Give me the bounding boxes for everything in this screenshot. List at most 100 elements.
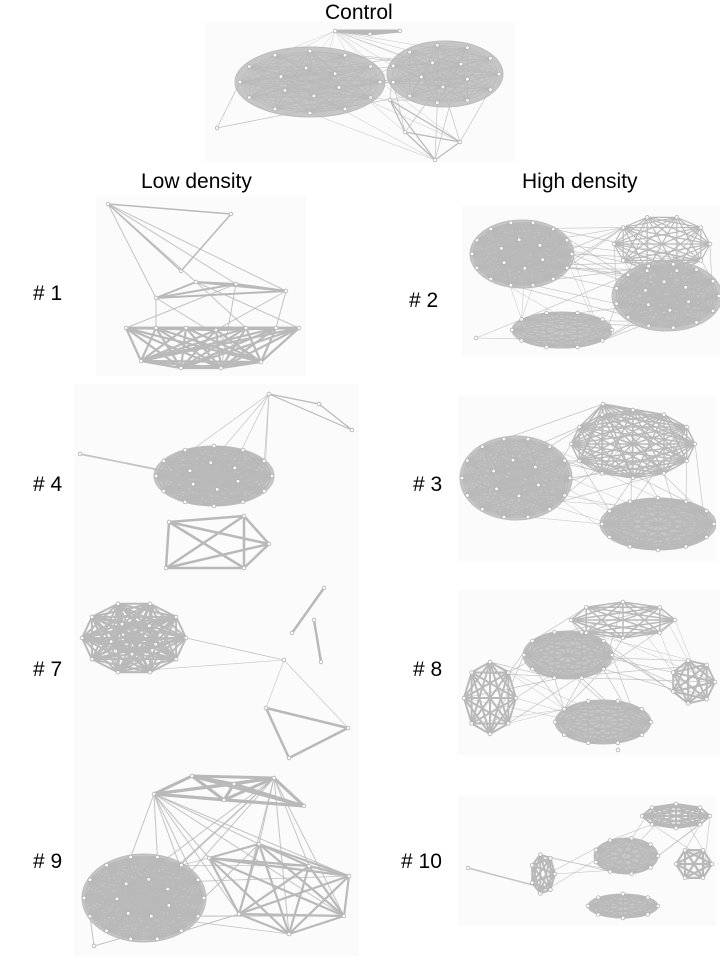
node	[465, 45, 470, 50]
edge	[216, 460, 265, 491]
edge	[421, 62, 433, 78]
node	[709, 861, 715, 867]
node	[469, 721, 474, 726]
edge	[139, 359, 263, 364]
node	[698, 258, 704, 263]
edge	[570, 443, 688, 462]
nodes	[105, 201, 302, 371]
edge	[421, 63, 462, 78]
edge	[511, 329, 579, 348]
edge	[515, 697, 643, 736]
node	[182, 499, 188, 505]
edge	[554, 708, 565, 723]
node	[178, 268, 184, 274]
node	[611, 241, 617, 247]
edge	[601, 414, 715, 525]
edge	[531, 853, 542, 884]
edge	[531, 857, 552, 884]
node	[716, 293, 720, 299]
edge	[105, 864, 129, 915]
edge	[265, 659, 285, 709]
node	[655, 547, 661, 553]
edge	[149, 615, 178, 674]
edge	[532, 606, 587, 642]
edge	[125, 875, 350, 885]
node	[683, 544, 689, 549]
node	[390, 79, 396, 85]
edge	[496, 488, 520, 497]
edge	[527, 460, 566, 518]
network-graph-p4	[74, 384, 359, 579]
edge	[268, 393, 320, 405]
edge	[512, 459, 580, 462]
node	[564, 237, 570, 243]
node	[465, 98, 470, 103]
edge	[608, 497, 659, 512]
edge	[127, 904, 170, 915]
edge	[215, 290, 287, 331]
edge	[274, 50, 311, 56]
node	[620, 635, 626, 641]
edge	[309, 95, 410, 114]
edge	[434, 141, 461, 161]
edge	[139, 328, 218, 363]
edge	[116, 898, 129, 915]
edge	[539, 873, 556, 895]
node	[506, 721, 511, 726]
edge	[79, 453, 266, 492]
edge	[490, 228, 502, 249]
edge	[213, 445, 239, 483]
column-label-low-density: Low density	[141, 170, 252, 193]
node	[577, 458, 582, 464]
node	[564, 265, 570, 271]
edge	[553, 631, 605, 642]
node	[278, 74, 284, 79]
nodes	[461, 599, 718, 753]
edge	[537, 446, 551, 486]
edge	[630, 837, 659, 857]
nodes	[77, 391, 355, 571]
edge	[309, 50, 315, 97]
edge	[570, 413, 603, 445]
edge	[130, 643, 157, 656]
edge	[106, 777, 275, 932]
panel-label-10: # 10	[401, 850, 442, 873]
edge	[192, 461, 212, 485]
edge	[83, 897, 91, 917]
edge	[570, 426, 688, 445]
node	[182, 447, 188, 453]
edge	[116, 883, 127, 900]
network-8	[458, 590, 720, 755]
node	[629, 871, 634, 876]
edge	[184, 449, 265, 462]
node	[673, 825, 679, 831]
edges	[463, 601, 716, 745]
edge	[249, 50, 311, 67]
panel-label-3: # 3	[413, 473, 443, 496]
node	[105, 201, 111, 207]
edge	[712, 280, 720, 297]
edge	[521, 284, 534, 320]
edge	[630, 837, 652, 846]
edge	[213, 460, 265, 507]
node	[671, 262, 676, 267]
edge	[511, 318, 604, 331]
edge	[563, 700, 619, 710]
node	[473, 335, 479, 341]
node	[552, 719, 558, 725]
edge	[602, 286, 687, 341]
edge	[153, 793, 199, 917]
edge	[249, 97, 276, 110]
network-graph-p2	[462, 206, 720, 356]
edge	[249, 66, 282, 77]
edge	[705, 510, 715, 525]
node	[491, 468, 496, 474]
edge	[534, 460, 566, 468]
edge	[309, 66, 371, 114]
edge	[563, 640, 604, 710]
edge	[249, 87, 340, 98]
edge	[239, 81, 250, 98]
edge	[195, 281, 237, 285]
edge	[563, 734, 589, 744]
edge	[481, 446, 566, 462]
